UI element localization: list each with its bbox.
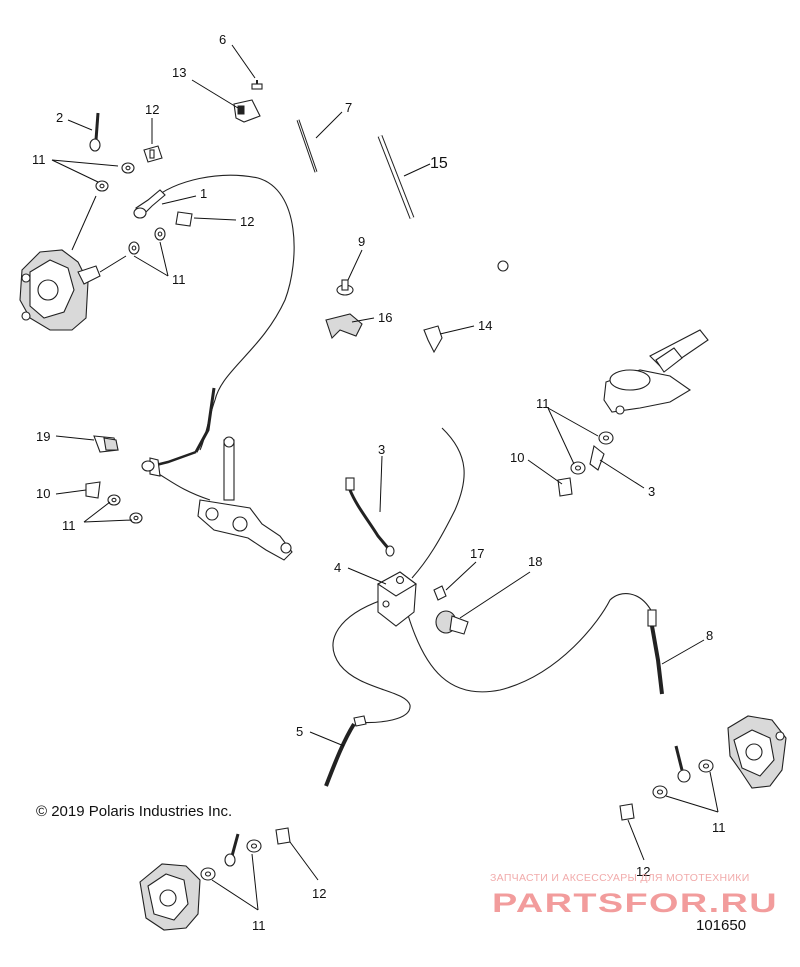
rear-right-caliper <box>727 715 787 789</box>
pressure-switch-part-18 <box>435 610 469 635</box>
callout-11: 11 <box>252 918 266 933</box>
front-left-caliper <box>19 249 101 331</box>
copyright-text: © 2019 Polaris Industries Inc. <box>36 803 232 820</box>
front-caliper-hardware <box>95 145 193 255</box>
callout-5: 5 <box>296 724 303 739</box>
screw-part-17 <box>433 585 447 601</box>
callout-labels: 6 13 2 12 11 1 12 11 7 15 9 16 14 11 10 … <box>32 32 726 933</box>
callout-12: 12 <box>636 864 650 879</box>
watermark-brand: PARTSFOR.RU <box>492 888 778 918</box>
callout-10: 10 <box>510 450 524 465</box>
callout-12: 12 <box>312 886 326 901</box>
callout-11: 11 <box>32 152 46 167</box>
callout-11: 11 <box>172 272 186 287</box>
callout-12: 12 <box>240 214 254 229</box>
cable-tie-part-15 <box>377 135 415 219</box>
callout-11: 11 <box>712 820 726 835</box>
document-number: 101650 <box>696 917 746 934</box>
retaining-ring <box>497 260 509 272</box>
callout-11: 11 <box>62 518 76 533</box>
callout-2: 2 <box>56 110 63 125</box>
callout-18: 18 <box>528 554 542 569</box>
callout-16: 16 <box>378 310 392 325</box>
callout-9: 9 <box>358 234 365 249</box>
callout-7: 7 <box>345 100 352 115</box>
callout-14: 14 <box>478 318 492 333</box>
leader-lines <box>51 44 719 911</box>
callout-3: 3 <box>648 484 655 499</box>
rear-left-caliper <box>139 863 201 931</box>
callout-17: 17 <box>470 546 484 561</box>
rear-right-caliper-hardware <box>619 745 714 821</box>
hose-end-part-2 <box>89 112 101 152</box>
callout-15: 15 <box>430 155 448 172</box>
brake-hose-part-8 <box>647 609 664 695</box>
callout-8: 8 <box>706 628 713 643</box>
brake-hose-part-5 <box>324 715 367 787</box>
hand-master-cylinder <box>603 329 709 415</box>
push-rivet-part-9 <box>336 279 354 296</box>
callout-11: 11 <box>536 396 550 411</box>
banjo-fitting-part-1 <box>133 189 166 219</box>
brake-switch-part-19 <box>93 435 119 453</box>
screw-part-6 <box>251 80 263 90</box>
brake-hoses <box>151 174 653 723</box>
distribution-block-part-4 <box>376 571 417 627</box>
brake-hose-part-3 <box>345 477 395 557</box>
watermark-tagline: ЗАПЧАСТИ И АКСЕССУАРЫ ДЛЯ МОТОТЕХНИКИ <box>490 872 750 884</box>
cable-tie-part-7 <box>296 119 318 173</box>
callout-3: 3 <box>378 442 385 457</box>
callout-19: 19 <box>36 429 50 444</box>
master-cylinder-hardware <box>557 431 614 497</box>
callout-10: 10 <box>36 486 50 501</box>
clip-part-13 <box>233 99 261 123</box>
callout-6: 6 <box>219 32 226 47</box>
foot-master-hardware <box>85 457 161 524</box>
callout-4: 4 <box>334 560 341 575</box>
foot-master-cylinder <box>197 436 293 561</box>
clip-part-14 <box>423 325 443 354</box>
rear-left-caliper-hardware <box>200 827 291 881</box>
clamp-part-16 <box>325 313 363 340</box>
callout-12: 12 <box>145 102 159 117</box>
callout-1: 1 <box>200 186 207 201</box>
watermark: ЗАПЧАСТИ И АКСЕССУАРЫ ДЛЯ МОТОТЕХНИКИ PA… <box>490 872 778 918</box>
callout-13: 13 <box>172 65 186 80</box>
